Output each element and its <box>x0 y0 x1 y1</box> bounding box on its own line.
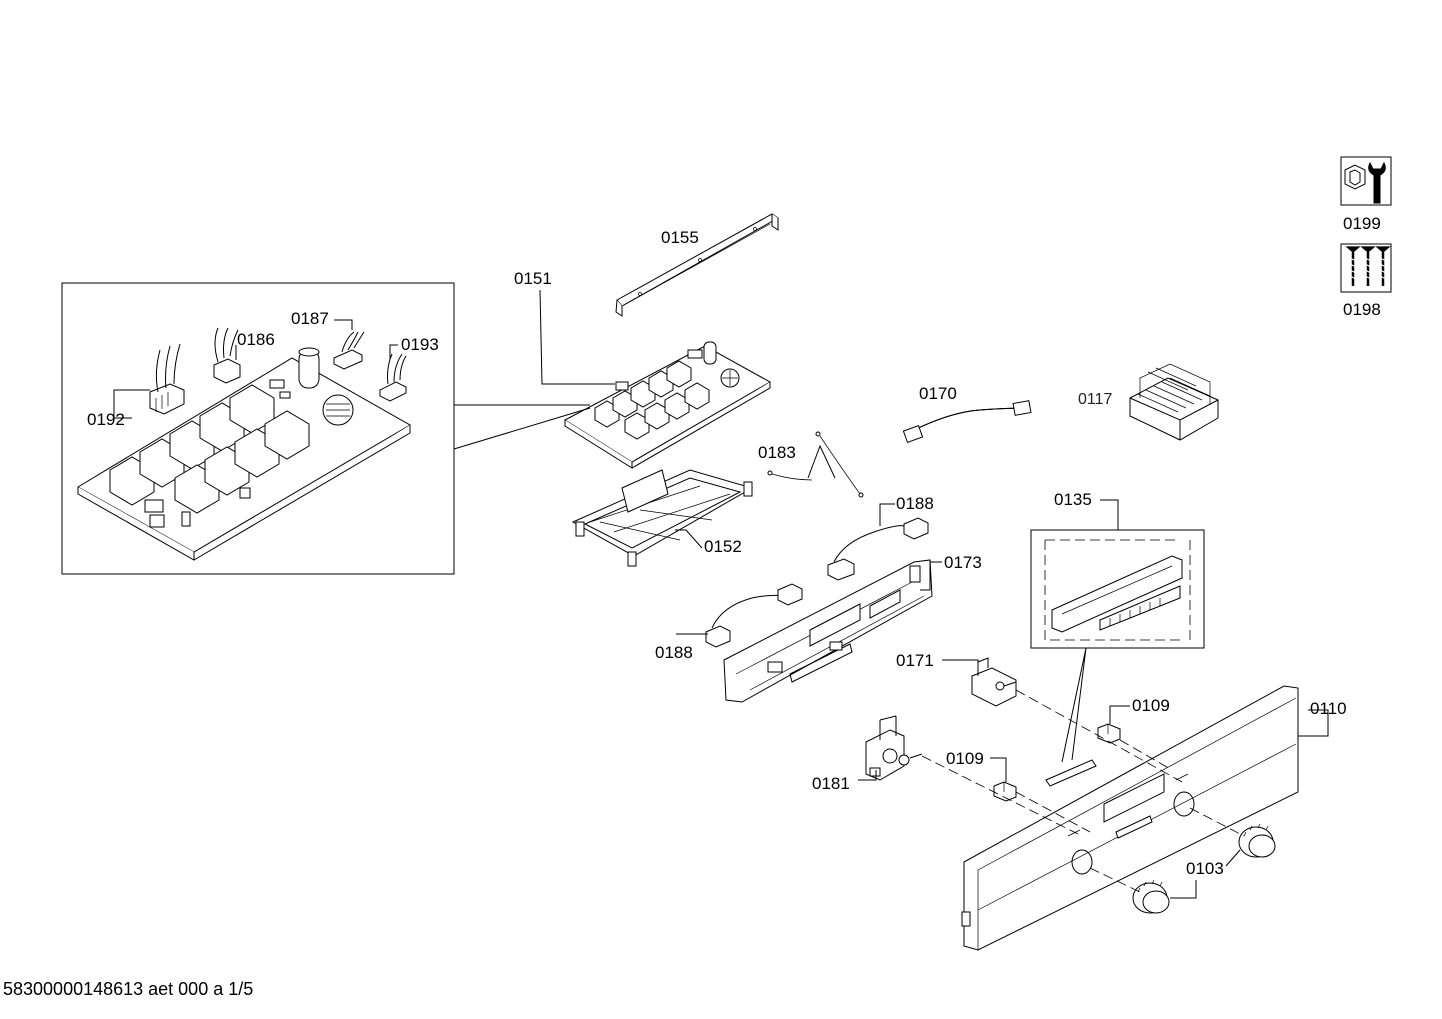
connector-0192 <box>149 343 185 415</box>
part-0151-control-board <box>563 341 772 469</box>
part-number-0170: 0170 <box>919 384 957 403</box>
connector-0186 <box>213 327 241 384</box>
part-0152-frame <box>571 469 754 567</box>
part-number-0187: 0187 <box>291 309 329 328</box>
part-0135-keypad <box>1051 555 1183 633</box>
detail-frame-keypad <box>1030 529 1205 649</box>
part-number-0188-upper: 0188 <box>896 494 934 513</box>
part-0155-rail <box>615 213 779 317</box>
part-0103-knob-upper <box>1238 823 1276 858</box>
part-0110-fascia <box>961 685 1299 951</box>
part-0103-knob-lower <box>1132 879 1170 914</box>
screws-icon <box>1340 243 1392 293</box>
detail-board <box>77 347 411 561</box>
part-number-0152: 0152 <box>704 537 742 556</box>
part-number-0188-lower: 0188 <box>655 643 693 662</box>
part-number-0193: 0193 <box>401 335 439 354</box>
part-0183-sensor-wire <box>767 431 864 498</box>
part-number-0109-left: 0109 <box>946 749 984 768</box>
part-0117-heatsink <box>1129 363 1219 441</box>
part-number-0171: 0171 <box>896 651 934 670</box>
part-number-0109-right: 0109 <box>1132 696 1170 715</box>
part-0173-board-holder <box>723 559 933 703</box>
part-number-0155: 0155 <box>661 228 699 247</box>
part-number-0135: 0135 <box>1054 490 1092 509</box>
document-footer: 58300000148613 aet 000 a 1/5 <box>3 979 254 999</box>
connector-0187 <box>333 331 365 370</box>
part-0170-ribbon-cable <box>902 400 1032 444</box>
part-number-0110: 0110 <box>1310 699 1347 718</box>
part-number-0117: 0117 <box>1078 391 1113 408</box>
part-number-0173: 0173 <box>944 553 982 572</box>
assembly-lines <box>921 689 1245 893</box>
part-0109-right <box>1097 723 1121 744</box>
part-0181-switch <box>865 715 923 781</box>
detail-frame <box>61 282 455 575</box>
connector-0193 <box>379 353 407 402</box>
part-number-0151: 0151 <box>514 269 552 288</box>
part-number-0103: 0103 <box>1186 859 1224 878</box>
connector-0188-lower <box>705 583 803 648</box>
part-number-0186: 0186 <box>237 330 275 349</box>
part-number-0183: 0183 <box>758 443 796 462</box>
part-number-0192: 0192 <box>87 410 125 429</box>
part-number-0198: 0198 <box>1343 300 1381 319</box>
part-0171-switch <box>971 657 1017 707</box>
part-number-0181: 0181 <box>812 774 850 793</box>
part-0109-left <box>993 781 1017 802</box>
connector-0188-upper <box>827 517 929 581</box>
tool-wrench-icon <box>1340 156 1392 206</box>
part-number-0199: 0199 <box>1343 214 1381 233</box>
